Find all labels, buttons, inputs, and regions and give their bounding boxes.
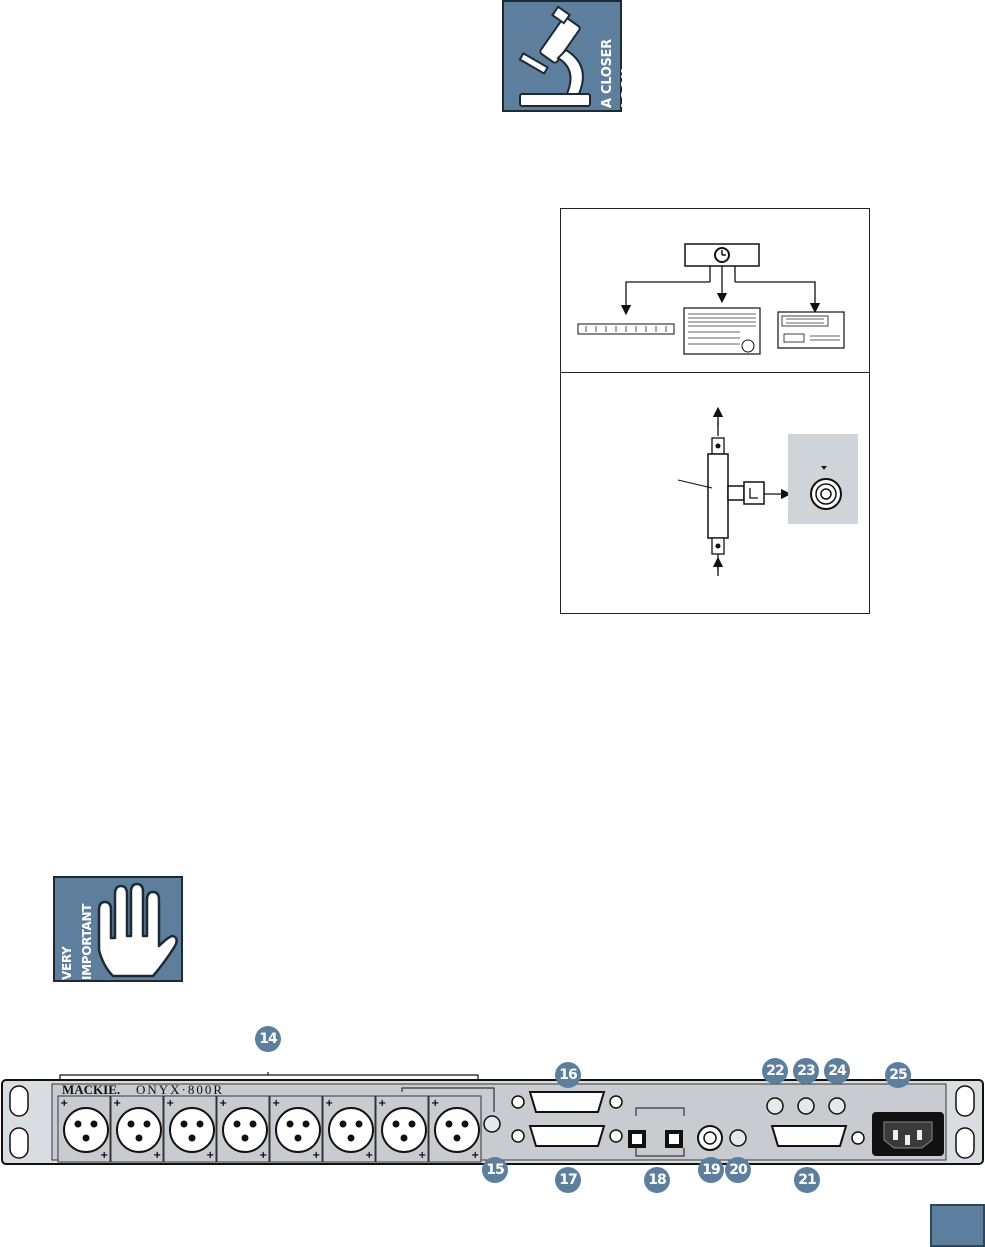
callout-24: 24 bbox=[824, 1058, 850, 1084]
rear-panel-diagram: + + MACKIE. ONYX·800R bbox=[0, 1072, 985, 1170]
raised-hand-icon bbox=[97, 882, 178, 978]
callout-22: 22 bbox=[762, 1058, 788, 1084]
callout-16: 16 bbox=[555, 1062, 581, 1088]
callout-17: 17 bbox=[555, 1167, 581, 1193]
callout-19: 19 bbox=[698, 1157, 724, 1183]
page-tab bbox=[930, 1204, 985, 1247]
word-clock-input-panel bbox=[788, 434, 858, 524]
optical-io-jacks bbox=[628, 1107, 685, 1157]
callout-25: 25 bbox=[885, 1062, 911, 1088]
panel-model: ONYX·800R bbox=[136, 1082, 224, 1097]
digital-mixer-device bbox=[683, 307, 761, 355]
power-inlet bbox=[872, 1112, 944, 1156]
closer-look-icon: A CLOSER LOOK bbox=[502, 0, 635, 112]
db25-connectors bbox=[511, 1091, 865, 1147]
very-important-label: VERY IMPORTANT bbox=[60, 903, 94, 980]
clock-icon bbox=[714, 247, 730, 263]
multitrack-recorder-device bbox=[777, 311, 845, 349]
closer-look-label: A CLOSER LOOK bbox=[600, 39, 635, 108]
svg-text:+: + bbox=[60, 1098, 68, 1109]
very-important-icon: VERY IMPORTANT bbox=[53, 876, 183, 982]
microscope-icon bbox=[518, 5, 591, 107]
clock-distribution-diagram bbox=[560, 208, 870, 614]
callout-15: 15 bbox=[482, 1157, 508, 1183]
callout-21: 21 bbox=[794, 1167, 820, 1193]
callout-20: 20 bbox=[725, 1157, 751, 1183]
bnc-t-connector bbox=[677, 406, 792, 576]
callout-23: 23 bbox=[793, 1058, 819, 1084]
callout-14: 14 bbox=[255, 1026, 281, 1052]
diagram-divider bbox=[560, 372, 870, 373]
rack-preamp-device bbox=[577, 323, 675, 335]
master-clock-device bbox=[684, 243, 760, 267]
xlr-input-jacks: + + bbox=[57, 1095, 482, 1163]
panel-brand: MACKIE. bbox=[62, 1082, 120, 1097]
callout-18: 18 bbox=[644, 1167, 670, 1193]
svg-text:+: + bbox=[100, 1150, 108, 1161]
